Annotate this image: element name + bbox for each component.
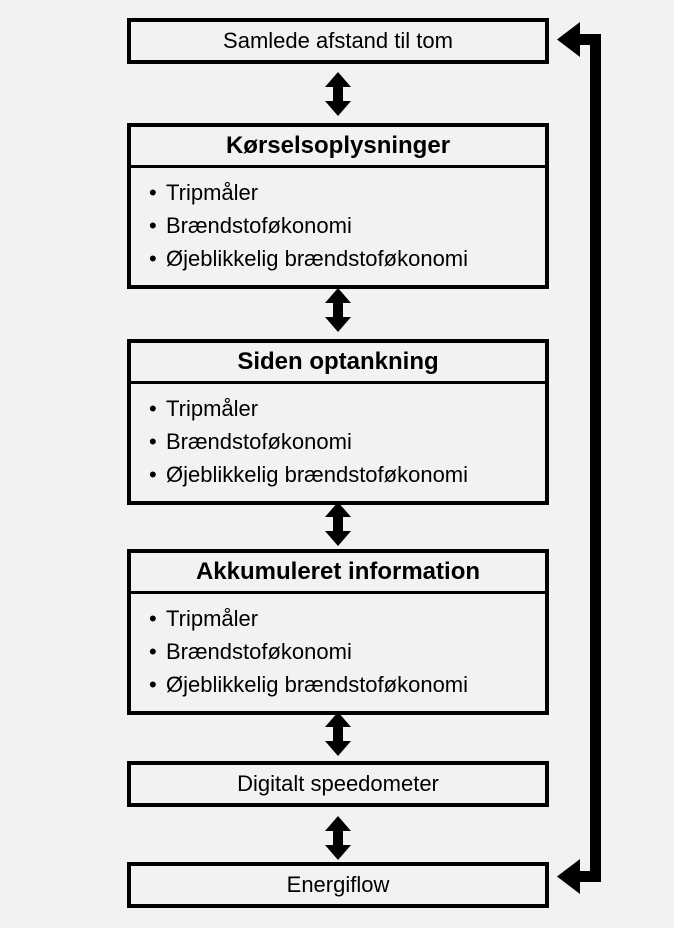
- connector-samlede-to-koerselsoplysninger: [324, 72, 352, 116]
- connector-akkumuleret-to-speedometer: [324, 712, 352, 756]
- list-item: • Brændstoføkonomi: [131, 635, 545, 668]
- bullet-icon: •: [149, 429, 157, 454]
- bullet-icon: •: [149, 462, 157, 487]
- bullet-icon: •: [149, 639, 157, 664]
- node-koerselsoplysninger[interactable]: Kørselsoplysninger • Tripmåler • Brændst…: [127, 123, 549, 289]
- bullet-icon: •: [149, 246, 157, 271]
- list-item: • Brændstoføkonomi: [131, 209, 545, 242]
- node-title: Akkumuleret information: [131, 553, 545, 594]
- connector-koerselsoplysninger-to-siden-optankning: [324, 288, 352, 332]
- list-item-label: Tripmåler: [166, 396, 259, 421]
- list-item: • Brændstoføkonomi: [131, 425, 545, 458]
- list-item: • Øjeblikkelig brændstoføkonomi: [131, 668, 545, 701]
- bullet-icon: •: [149, 180, 157, 205]
- node-title: Energiflow: [286, 872, 390, 897]
- list-item: • Tripmåler: [131, 602, 545, 635]
- node-title: Samlede afstand til tom: [223, 28, 453, 53]
- list-item-label: Brændstoføkonomi: [166, 429, 352, 454]
- feedback-loop-arrow: [549, 18, 674, 898]
- bullet-icon: •: [149, 606, 157, 631]
- list-item-label: Tripmåler: [166, 180, 259, 205]
- node-body: • Tripmåler • Brændstoføkonomi • Øjeblik…: [131, 594, 545, 711]
- list-item-label: Øjeblikkelig brændstoføkonomi: [166, 246, 469, 271]
- connector-speedometer-to-energiflow: [324, 816, 352, 860]
- list-item: • Øjeblikkelig brændstoføkonomi: [131, 242, 545, 275]
- node-siden-optankning[interactable]: Siden optankning • Tripmåler • Brændstof…: [127, 339, 549, 505]
- node-body: • Tripmåler • Brændstoføkonomi • Øjeblik…: [131, 384, 545, 501]
- node-energiflow[interactable]: Energiflow: [127, 862, 549, 908]
- list-item-label: Brændstoføkonomi: [166, 213, 352, 238]
- list-item-label: Tripmåler: [166, 606, 259, 631]
- bullet-icon: •: [149, 213, 157, 238]
- node-samlede-afstand-til-tom[interactable]: Samlede afstand til tom: [127, 18, 549, 64]
- node-title: Digitalt speedometer: [237, 771, 439, 796]
- list-item-label: Øjeblikkelig brændstoføkonomi: [166, 462, 469, 487]
- bullet-icon: •: [149, 396, 157, 421]
- node-akkumuleret-information[interactable]: Akkumuleret information • Tripmåler • Br…: [127, 549, 549, 715]
- list-item-label: Brændstoføkonomi: [166, 639, 352, 664]
- node-body: • Tripmåler • Brændstoføkonomi • Øjeblik…: [131, 168, 545, 285]
- list-item: • Øjeblikkelig brændstoføkonomi: [131, 458, 545, 491]
- list-item: • Tripmåler: [131, 392, 545, 425]
- list-item: • Tripmåler: [131, 176, 545, 209]
- bullet-icon: •: [149, 672, 157, 697]
- node-title: Kørselsoplysninger: [131, 127, 545, 168]
- node-digitalt-speedometer[interactable]: Digitalt speedometer: [127, 761, 549, 807]
- connector-siden-optankning-to-akkumuleret: [324, 502, 352, 546]
- list-item-label: Øjeblikkelig brændstoføkonomi: [166, 672, 469, 697]
- node-title: Siden optankning: [131, 343, 545, 384]
